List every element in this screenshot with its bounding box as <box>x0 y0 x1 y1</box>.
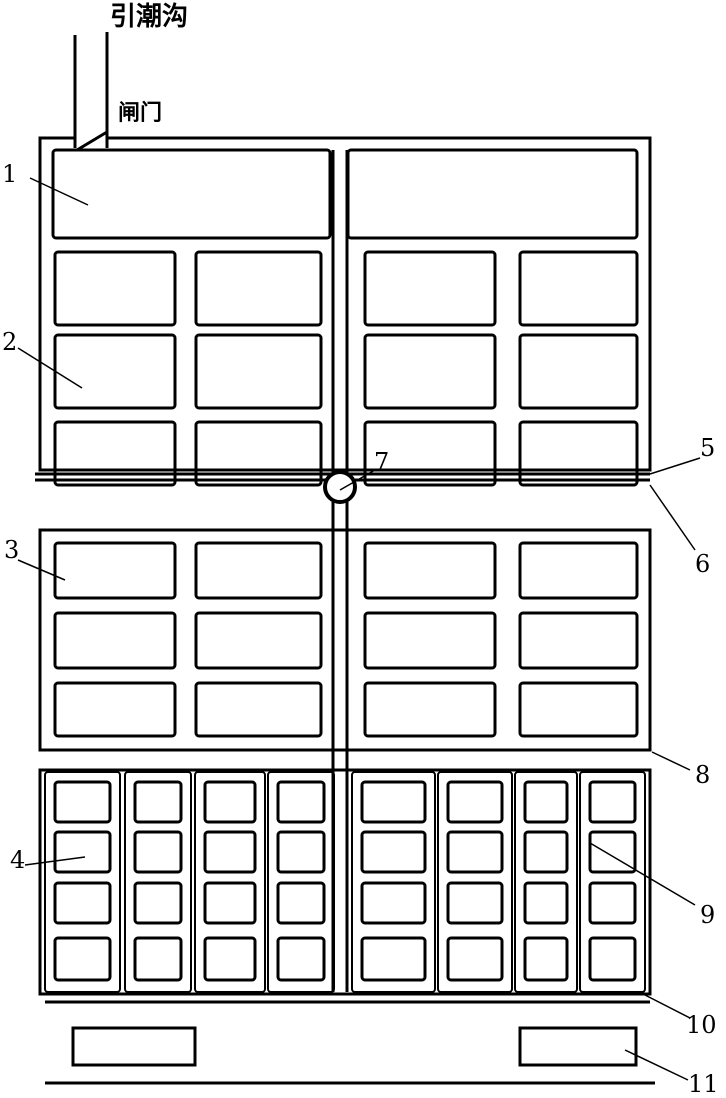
nursery-pond <box>446 780 504 824</box>
label-7: 7 <box>374 448 390 476</box>
pond <box>53 250 177 327</box>
nursery-pond <box>53 936 112 982</box>
nursery-pond <box>588 936 637 982</box>
pond <box>194 250 323 327</box>
middle-section <box>38 528 652 752</box>
nursery-pond <box>523 780 569 824</box>
pond <box>518 541 639 600</box>
nursery-pond <box>588 780 637 824</box>
strip-channel <box>437 771 513 993</box>
nursery-pond <box>203 780 257 824</box>
nursery-pond <box>133 830 183 874</box>
nursery-pond <box>588 881 637 925</box>
nursery-pond <box>588 830 637 874</box>
nursery-pond <box>446 881 504 925</box>
pond <box>518 681 639 738</box>
pond <box>518 250 639 327</box>
pond <box>363 420 497 487</box>
pond <box>363 611 497 670</box>
pond <box>363 541 497 600</box>
pond <box>53 541 177 600</box>
nursery-pond <box>523 936 569 982</box>
label-9: 9 <box>700 901 716 929</box>
pond <box>363 250 497 327</box>
nursery-pond <box>276 780 326 824</box>
pond <box>363 681 497 738</box>
label-4: 4 <box>10 846 26 874</box>
nursery-pond <box>276 936 326 982</box>
strip-channel <box>44 771 121 993</box>
nursery-pond <box>53 830 112 874</box>
strip-channel <box>124 771 192 993</box>
nursery-pond <box>203 881 257 925</box>
nursery-pond <box>446 830 504 874</box>
label-6: 6 <box>695 550 711 578</box>
leader-lines <box>17 177 701 1081</box>
pond <box>53 420 177 487</box>
pond <box>194 611 323 670</box>
nursery-pond <box>203 936 257 982</box>
upper-section <box>38 136 652 487</box>
pond <box>53 333 177 410</box>
nursery-pond <box>53 780 112 824</box>
nursery-pond <box>446 936 504 982</box>
pond <box>53 611 177 670</box>
label-3: 3 <box>4 536 20 564</box>
nursery-pond <box>276 881 326 925</box>
pond <box>194 541 323 600</box>
strip-channel <box>267 771 335 993</box>
bottom-section <box>38 768 652 996</box>
nursery-pond <box>203 830 257 874</box>
strip-channel <box>194 771 266 993</box>
label-5: 5 <box>700 434 716 462</box>
nursery-pond <box>360 881 427 925</box>
pond <box>194 681 323 738</box>
pond <box>518 333 639 410</box>
label-gate: 闸门 <box>118 100 163 126</box>
nursery-pond <box>523 881 569 925</box>
label-11: 11 <box>688 1070 719 1098</box>
strip-channel <box>351 771 436 993</box>
pond <box>518 420 639 487</box>
label-2: 2 <box>2 328 18 356</box>
nursery-pond <box>53 881 112 925</box>
pond <box>194 420 323 487</box>
nursery-pond <box>133 881 183 925</box>
strip-channel <box>514 771 578 993</box>
pond-11-left <box>71 1026 197 1067</box>
nursery-pond <box>360 830 427 874</box>
pond <box>363 333 497 410</box>
inlet-channel <box>73 32 109 152</box>
nursery-pond <box>133 936 183 982</box>
gate <box>76 130 108 152</box>
label-8: 8 <box>695 761 711 789</box>
pond <box>518 611 639 670</box>
label-channel: 引潮沟 <box>110 2 189 32</box>
nursery-pond <box>523 830 569 874</box>
nursery-pond <box>360 780 427 824</box>
nursery-pond <box>276 830 326 874</box>
label-10: 10 <box>686 1011 717 1039</box>
pump-station-7 <box>323 470 357 504</box>
pond <box>53 681 177 738</box>
label-1: 1 <box>2 160 18 188</box>
strip-channel <box>579 771 646 993</box>
nursery-pond <box>133 780 183 824</box>
nursery-pond <box>360 936 427 982</box>
pond <box>194 333 323 410</box>
pond-1 <box>51 148 332 240</box>
pond-11-right <box>518 1026 638 1067</box>
